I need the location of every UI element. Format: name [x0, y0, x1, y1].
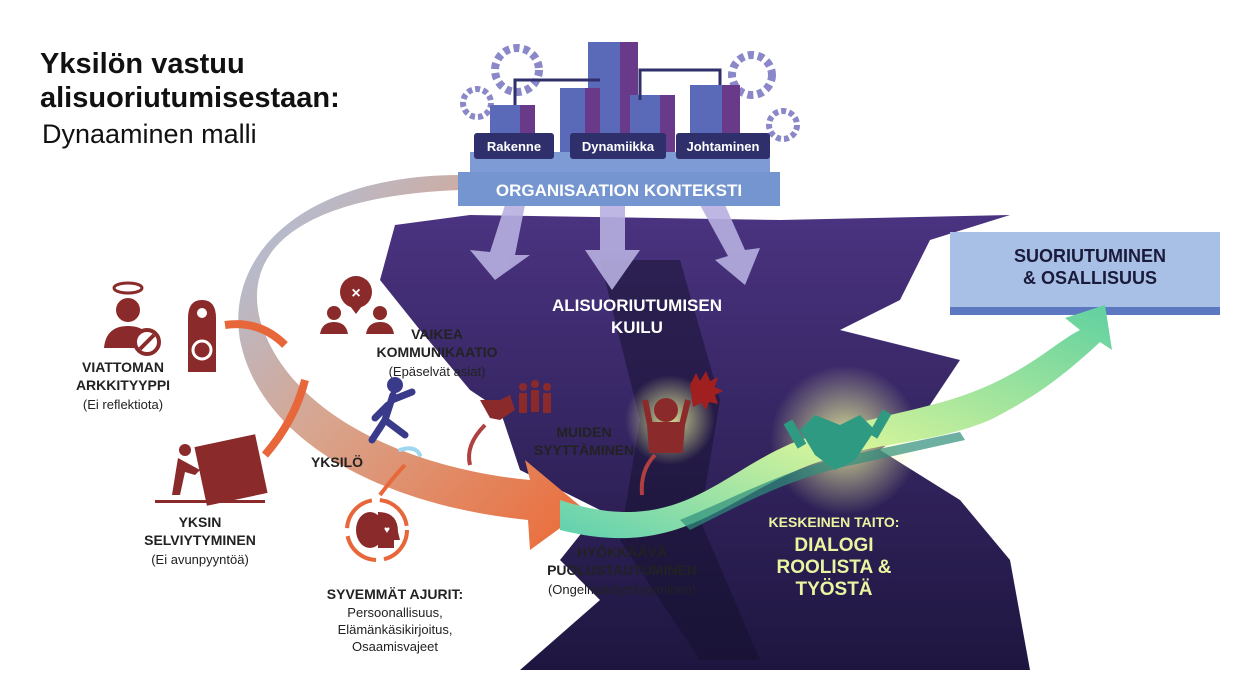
innocent-line1: VIATTOMAN [82, 359, 164, 375]
organisation-bar [458, 172, 780, 206]
drivers-arrow [378, 463, 407, 497]
communication-icon: × [320, 276, 394, 334]
blaming-line2: SYYTTÄMINEN [534, 442, 634, 458]
key-skill-heading: KESKEINEN TAITO: [769, 514, 900, 530]
org-arrows [470, 205, 760, 290]
organisation-tags: Rakenne Dynamiikka Johtaminen [474, 133, 770, 159]
goal-platform-edge [950, 307, 1220, 315]
alone-note: (Ei avunpyyntöä) [151, 552, 249, 567]
drivers-heading: SYVEMMÄT AJURIT: [327, 586, 463, 602]
organisation-label: ORGANISAATION KONTEKSTI [496, 181, 742, 200]
svg-text:♥: ♥ [384, 525, 390, 536]
brain-head-icon: ♥ [345, 498, 409, 562]
title-line2: alisuoriutumisestaan: [40, 82, 340, 114]
angry-person-icon [625, 371, 723, 465]
defence-line2: PUOLUSTAUTUMINEN [547, 562, 697, 578]
drivers-item: Elämänkäsikirjoitus, [338, 622, 453, 637]
angry-arrow [639, 453, 657, 496]
tag-label: Johtaminen [687, 139, 760, 154]
drivers-item: Osaamisvajeet [352, 639, 438, 654]
blaming-line1: MUIDEN [556, 424, 611, 440]
blaming-icon [480, 380, 551, 420]
innocent-note: (Ei reflektiota) [83, 397, 163, 412]
drivers-item: Persoonallisuus, [347, 605, 442, 620]
alone-line2: SELVIYTYMINEN [144, 532, 256, 548]
blaming-arrow [467, 423, 487, 466]
title-line1: Yksilön vastuu [40, 48, 245, 80]
tag-dynamiikka [570, 133, 666, 159]
tag-label: Rakenne [487, 139, 541, 154]
tag-rakenne [474, 133, 554, 159]
innocent-archetype-icon [104, 281, 216, 372]
goal-line1: SUORIUTUMINEN [1014, 246, 1166, 266]
defence-note: (Ongelmakäyttäytyminen) [548, 582, 696, 597]
innocent-line2: ARKKITYYPPI [76, 377, 170, 393]
key-skill-line1: DIALOGI [794, 535, 873, 556]
pushing-box-icon [155, 434, 268, 506]
communication-line1: VAIKEA [411, 326, 463, 342]
defence-line1: HYÖKKÄÄVÄ [577, 544, 667, 560]
alone-line1: YKSIN [179, 514, 222, 530]
communication-note: (Epäselvät asiat) [389, 364, 486, 379]
key-skill-line3: TYÖSTÄ [795, 579, 872, 600]
svg-text:×: × [351, 285, 360, 302]
slipping-person-icon [368, 377, 422, 457]
chasm-label-line1: ALISUORIUTUMISEN [552, 296, 722, 315]
tag-label: Dynamiikka [582, 139, 655, 154]
title-subtitle: Dynaaminen malli [42, 119, 257, 149]
tag-johtaminen [676, 133, 770, 159]
communication-line2: KOMMUNIKAATIO [376, 344, 497, 360]
individual-path-arrow [238, 175, 586, 550]
alone-arrow [261, 379, 309, 458]
goal-platform [950, 232, 1220, 307]
goal-line2: & OSALLISUUS [1023, 268, 1157, 288]
chasm-label-line2: KUILU [611, 318, 663, 337]
handshake-icon [783, 409, 892, 470]
key-skill-line2: ROOLISTA & [776, 557, 891, 578]
innocent-arrow [224, 320, 288, 348]
individual-label: YKSILÖ [311, 454, 363, 470]
